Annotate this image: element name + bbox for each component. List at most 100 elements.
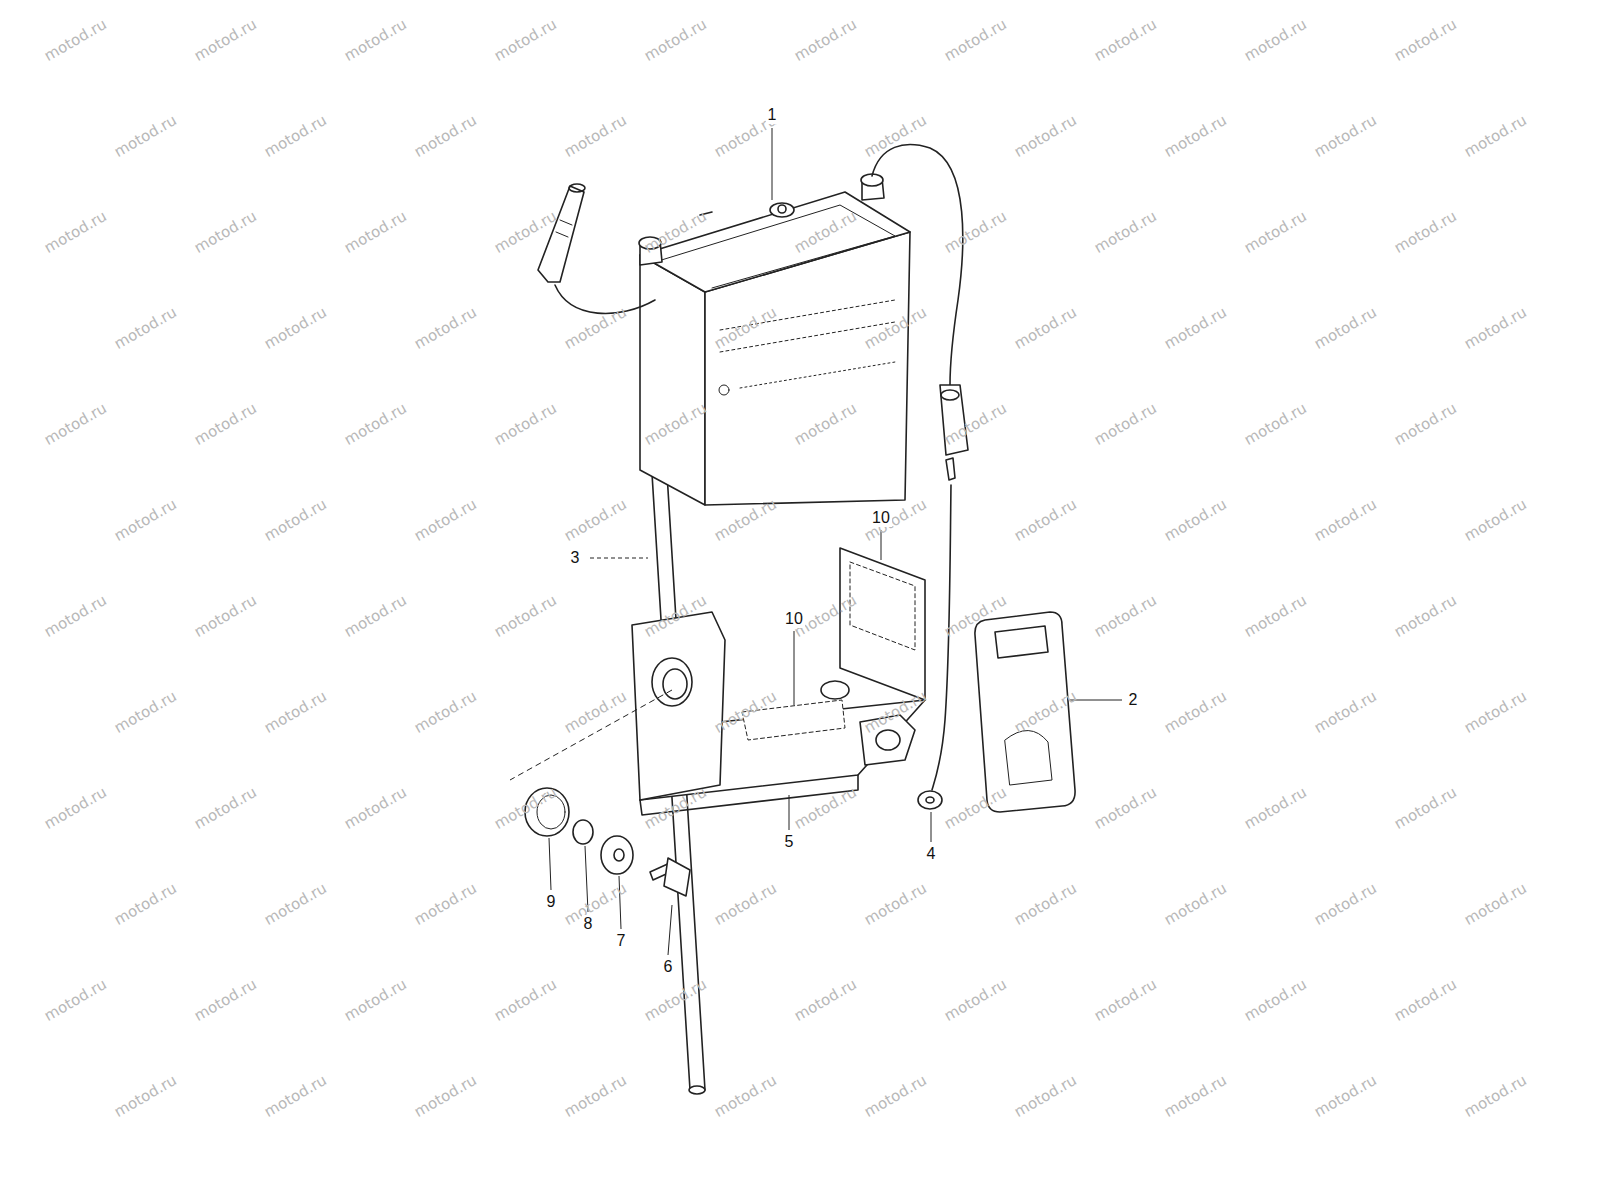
watermark: motod.ru xyxy=(1161,880,1229,928)
callout-number: 2 xyxy=(1127,691,1140,709)
watermark: motod.ru xyxy=(791,784,859,832)
watermark: motod.ru xyxy=(191,400,259,448)
watermark: motod.ru xyxy=(1091,400,1159,448)
callout-number: 6 xyxy=(662,958,675,976)
callout-number: 4 xyxy=(925,845,938,863)
watermark: motod.ru xyxy=(261,688,329,736)
watermark: motod.ru xyxy=(1461,112,1529,160)
watermark: motod.ru xyxy=(111,112,179,160)
watermark: motod.ru xyxy=(341,400,409,448)
watermark: motod.ru xyxy=(1391,208,1459,256)
watermark: motod.ru xyxy=(1091,976,1159,1024)
watermark: motod.ru xyxy=(1091,16,1159,64)
watermark: motod.ru xyxy=(1011,1072,1079,1120)
watermark: motod.ru xyxy=(1311,496,1379,544)
watermark: motod.ru xyxy=(1241,16,1309,64)
watermark: motod.ru xyxy=(941,208,1009,256)
watermark: motod.ru xyxy=(561,496,629,544)
callout-number: 1 xyxy=(766,106,779,124)
watermark: motod.ru xyxy=(111,304,179,352)
watermark: motod.ru xyxy=(411,112,479,160)
callout-number: 9 xyxy=(545,893,558,911)
watermark: motod.ru xyxy=(1391,400,1459,448)
watermark: motod.ru xyxy=(411,496,479,544)
watermark: motod.ru xyxy=(261,304,329,352)
positive-lead xyxy=(872,145,968,455)
watermark: motod.ru xyxy=(411,304,479,352)
watermark: motod.ru xyxy=(261,112,329,160)
watermark: motod.ru xyxy=(491,592,559,640)
watermark: motod.ru xyxy=(191,16,259,64)
watermark: motod.ru xyxy=(1011,496,1079,544)
watermark: motod.ru xyxy=(41,208,109,256)
watermark: motod.ru xyxy=(1461,1072,1529,1120)
watermark: motod.ru xyxy=(791,976,859,1024)
watermark: motod.ru xyxy=(191,976,259,1024)
watermark: motod.ru xyxy=(861,112,929,160)
watermark: motod.ru xyxy=(341,208,409,256)
watermark: motod.ru xyxy=(41,400,109,448)
watermark: motod.ru xyxy=(561,880,629,928)
watermark: motod.ru xyxy=(341,784,409,832)
watermark: motod.ru xyxy=(1461,304,1529,352)
callout-number: 10 xyxy=(783,610,805,628)
watermark: motod.ru xyxy=(491,16,559,64)
watermark: motod.ru xyxy=(411,688,479,736)
watermark: motod.ru xyxy=(1461,880,1529,928)
watermark: motod.ru xyxy=(341,976,409,1024)
watermark: motod.ru xyxy=(1241,592,1309,640)
watermark: motod.ru xyxy=(1311,880,1379,928)
watermark: motod.ru xyxy=(41,592,109,640)
watermark: motod.ru xyxy=(1311,688,1379,736)
watermark: motod.ru xyxy=(41,784,109,832)
watermark: motod.ru xyxy=(41,976,109,1024)
watermark: motod.ru xyxy=(791,16,859,64)
watermark: motod.ru xyxy=(941,976,1009,1024)
callout-number: 5 xyxy=(783,833,796,851)
watermark: motod.ru xyxy=(191,208,259,256)
watermark: motod.ru xyxy=(261,880,329,928)
watermark: motod.ru xyxy=(861,1072,929,1120)
watermark: motod.ru xyxy=(1161,1072,1229,1120)
callout-number: 10 xyxy=(870,509,892,527)
watermark: motod.ru xyxy=(411,1072,479,1120)
watermark: motod.ru xyxy=(1241,208,1309,256)
watermark: motod.ru xyxy=(41,16,109,64)
callout-number: 8 xyxy=(582,915,595,933)
watermark: motod.ru xyxy=(861,880,929,928)
watermark: motod.ru xyxy=(1161,688,1229,736)
watermark: motod.ru xyxy=(1091,208,1159,256)
watermark: motod.ru xyxy=(1391,784,1459,832)
watermark: motod.ru xyxy=(341,16,409,64)
negative-lead xyxy=(538,184,655,314)
watermark: motod.ru xyxy=(261,1072,329,1120)
watermark: motod.ru xyxy=(491,976,559,1024)
watermark: motod.ru xyxy=(1161,112,1229,160)
watermark: motod.ru xyxy=(1461,496,1529,544)
watermark: motod.ru xyxy=(111,688,179,736)
battery-holder xyxy=(632,548,925,815)
watermark: motod.ru xyxy=(1311,112,1379,160)
watermark: motod.ru xyxy=(411,880,479,928)
watermark: motod.ru xyxy=(561,112,629,160)
watermark: motod.ru xyxy=(191,592,259,640)
watermark: motod.ru xyxy=(341,592,409,640)
leader-lines xyxy=(510,128,1122,955)
watermark: motod.ru xyxy=(641,16,709,64)
callout-number: 7 xyxy=(615,932,628,950)
watermark: motod.ru xyxy=(111,880,179,928)
watermark: motod.ru xyxy=(1311,304,1379,352)
watermark: motod.ru xyxy=(1011,880,1079,928)
watermark: motod.ru xyxy=(1091,784,1159,832)
watermark: motod.ru xyxy=(1011,112,1079,160)
watermark: motod.ru xyxy=(1391,592,1459,640)
watermark: motod.ru xyxy=(111,1072,179,1120)
watermark: motod.ru xyxy=(1091,592,1159,640)
watermark: motod.ru xyxy=(561,1072,629,1120)
watermark: motod.ru xyxy=(561,304,629,352)
watermark: motod.ru xyxy=(191,784,259,832)
watermark: motod.ru xyxy=(711,1072,779,1120)
watermark: motod.ru xyxy=(1241,784,1309,832)
watermark: motod.ru xyxy=(1391,976,1459,1024)
